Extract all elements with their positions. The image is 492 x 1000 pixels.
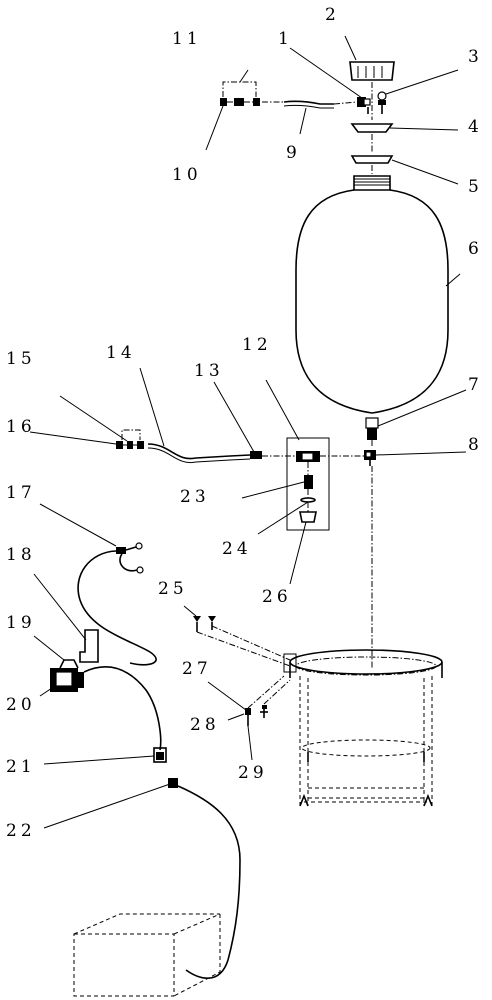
- housing-part-12: [286, 437, 330, 531]
- label-6: 6: [468, 239, 483, 259]
- leader-lines: [29, 35, 467, 829]
- label-10: 10: [172, 165, 202, 185]
- label-11: 11: [172, 29, 202, 49]
- label-2: 2: [325, 5, 340, 25]
- ring-part-5: [350, 155, 394, 164]
- power-cable: [83, 666, 162, 751]
- label-27: 27: [182, 659, 212, 679]
- label-20: 20: [6, 695, 36, 715]
- label-26: 26: [262, 587, 292, 607]
- label-13: 13: [194, 361, 224, 381]
- label-29: 29: [238, 763, 268, 783]
- connector-bracket-11: [222, 81, 257, 97]
- label-4: 4: [468, 117, 483, 137]
- power-box: [73, 913, 221, 997]
- fitting-part-7: [365, 417, 379, 440]
- label-24: 24: [222, 539, 252, 559]
- wire-part-17: [77, 542, 157, 666]
- label-23: 23: [180, 487, 210, 507]
- label-3: 3: [468, 47, 483, 67]
- label-7: 7: [468, 375, 483, 395]
- connector-part-10: [220, 98, 260, 106]
- connector-part-13: [250, 451, 262, 459]
- label-1: 1: [278, 29, 293, 49]
- ring-part-4: [350, 123, 394, 133]
- label-21: 21: [6, 757, 36, 777]
- label-28: 28: [190, 715, 220, 735]
- label-19: 19: [6, 613, 36, 633]
- stand-frame: [283, 649, 443, 807]
- valve-part-1: [357, 97, 371, 114]
- label-18: 18: [6, 545, 36, 565]
- label-25: 25: [158, 579, 188, 599]
- label-12: 12: [242, 335, 272, 355]
- hose-part-14: [147, 443, 251, 460]
- tank-bottle-6: [295, 175, 449, 414]
- connector-bracket-15: [121, 429, 141, 440]
- label-16: 16: [6, 417, 36, 437]
- screw-part-25: [193, 616, 216, 632]
- extension-cable: [177, 785, 241, 979]
- label-5: 5: [468, 177, 483, 197]
- socket-part-22: [168, 778, 178, 788]
- valve-part-3: [377, 91, 387, 114]
- plug-part-21: [153, 747, 167, 763]
- hose-part-9: [283, 100, 334, 105]
- motor-part-20: [50, 659, 84, 692]
- label-22: 22: [6, 821, 36, 841]
- label-8: 8: [468, 435, 483, 455]
- label-14: 14: [106, 343, 136, 363]
- bracket-part-18: [79, 629, 99, 663]
- bolt-part-28: [245, 705, 268, 726]
- cap-part: [349, 61, 395, 81]
- label-9: 9: [286, 143, 301, 163]
- label-17: 17: [6, 483, 36, 503]
- elbow-part-8: [364, 450, 376, 466]
- label-15: 15: [6, 349, 36, 369]
- connector-part-16: [116, 441, 144, 449]
